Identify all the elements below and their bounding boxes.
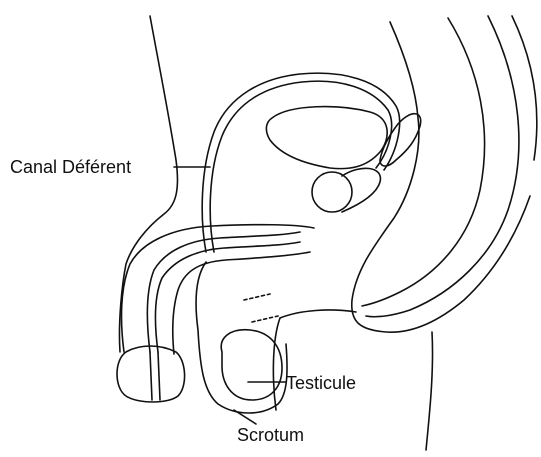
urethra-upper bbox=[147, 232, 300, 352]
rectum-line-2 bbox=[366, 16, 519, 317]
epididymis-dash-1 bbox=[244, 294, 270, 300]
urethra-lower bbox=[155, 242, 300, 352]
prostate bbox=[312, 172, 352, 212]
label-testicule: Testicule bbox=[286, 374, 356, 392]
label-scrotum: Scrotum bbox=[237, 426, 304, 444]
label-canal-deferent: Canal Déférent bbox=[10, 158, 131, 176]
bladder bbox=[266, 107, 387, 169]
body-outline-back bbox=[352, 22, 530, 332]
rectum-line-3 bbox=[512, 16, 537, 160]
epididymis-dash-2 bbox=[252, 316, 278, 322]
glans-urethra bbox=[150, 352, 160, 400]
